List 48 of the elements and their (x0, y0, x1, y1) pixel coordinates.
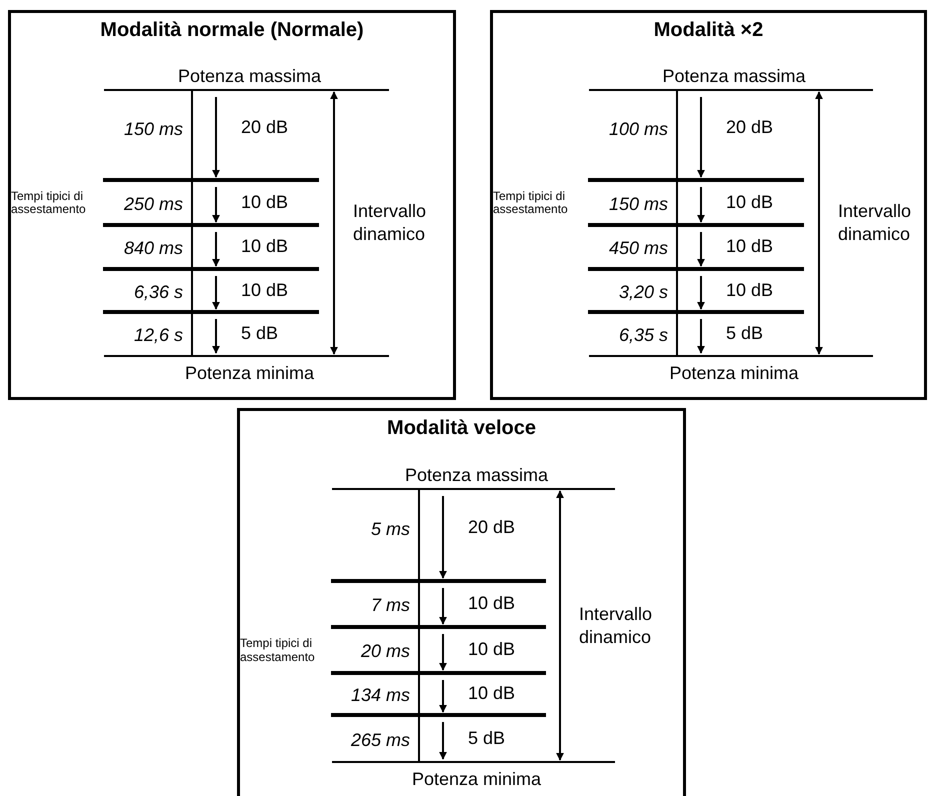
time-value: 265 ms (350, 730, 410, 750)
gain-step-value: 10 dB (468, 684, 516, 704)
gain-step-value: 10 dB (726, 237, 774, 257)
gain-step-value: 5 dB (241, 324, 278, 344)
gain-step-value: 5 dB (726, 324, 764, 344)
time-value: 6,36 s (134, 282, 183, 302)
gain-step-value: 10 dB (726, 192, 774, 212)
time-value: 134 ms (350, 686, 410, 706)
gain-step-value: 10 dB (468, 594, 516, 614)
time-value: 6,35 s (618, 326, 668, 346)
time-value: 3,20 s (618, 282, 668, 302)
level-label: Potenza minima (410, 770, 542, 790)
gain-step-value: 10 dB (726, 280, 774, 300)
level-label: Potenza massima (404, 466, 550, 486)
note-text: Tempi tipici di assestamento (240, 637, 316, 665)
diagram-panel (8, 10, 456, 400)
time-value: 12,6 s (134, 326, 183, 346)
panel-title: Modalità veloce (386, 417, 537, 439)
gain-step-value: 20 dB (241, 118, 288, 138)
panel-title: Modalità ×2 (652, 19, 764, 41)
gain-step-value: 10 dB (468, 640, 516, 660)
gain-step-value: 10 dB (241, 192, 288, 212)
note-text: Tempi tipici di assestamento (493, 190, 569, 218)
time-value: 5 ms (370, 520, 410, 540)
range-label: Intervallo dinamico (838, 200, 912, 246)
gain-step-value: 20 dB (726, 118, 774, 138)
gain-step-value: 20 dB (468, 518, 516, 538)
time-value: 150 ms (608, 194, 668, 214)
gain-step-value: 5 dB (468, 728, 506, 748)
gain-step-value: 10 dB (241, 280, 288, 300)
time-value: 450 ms (608, 239, 668, 259)
note-text: Tempi tipici di assestamento (11, 190, 87, 218)
time-value: 20 ms (360, 642, 410, 662)
level-label: Potenza minima (668, 364, 800, 384)
time-value: 840 ms (124, 239, 183, 259)
time-value: 250 ms (124, 194, 183, 214)
gain-step-value: 10 dB (241, 237, 288, 257)
level-label: Potenza massima (176, 67, 322, 87)
range-label: Intervallo dinamico (579, 602, 654, 649)
level-label: Potenza massima (661, 67, 807, 87)
panel-title: Modalità normale (Normale) (99, 19, 365, 41)
range-label: Intervallo dinamico (353, 200, 428, 246)
time-value: 7 ms (370, 596, 410, 616)
time-value: 100 ms (608, 120, 668, 140)
level-label: Potenza minima (184, 364, 316, 384)
time-value: 150 ms (124, 120, 183, 140)
diagram-panel (490, 10, 927, 400)
diagram-panel (237, 408, 686, 796)
